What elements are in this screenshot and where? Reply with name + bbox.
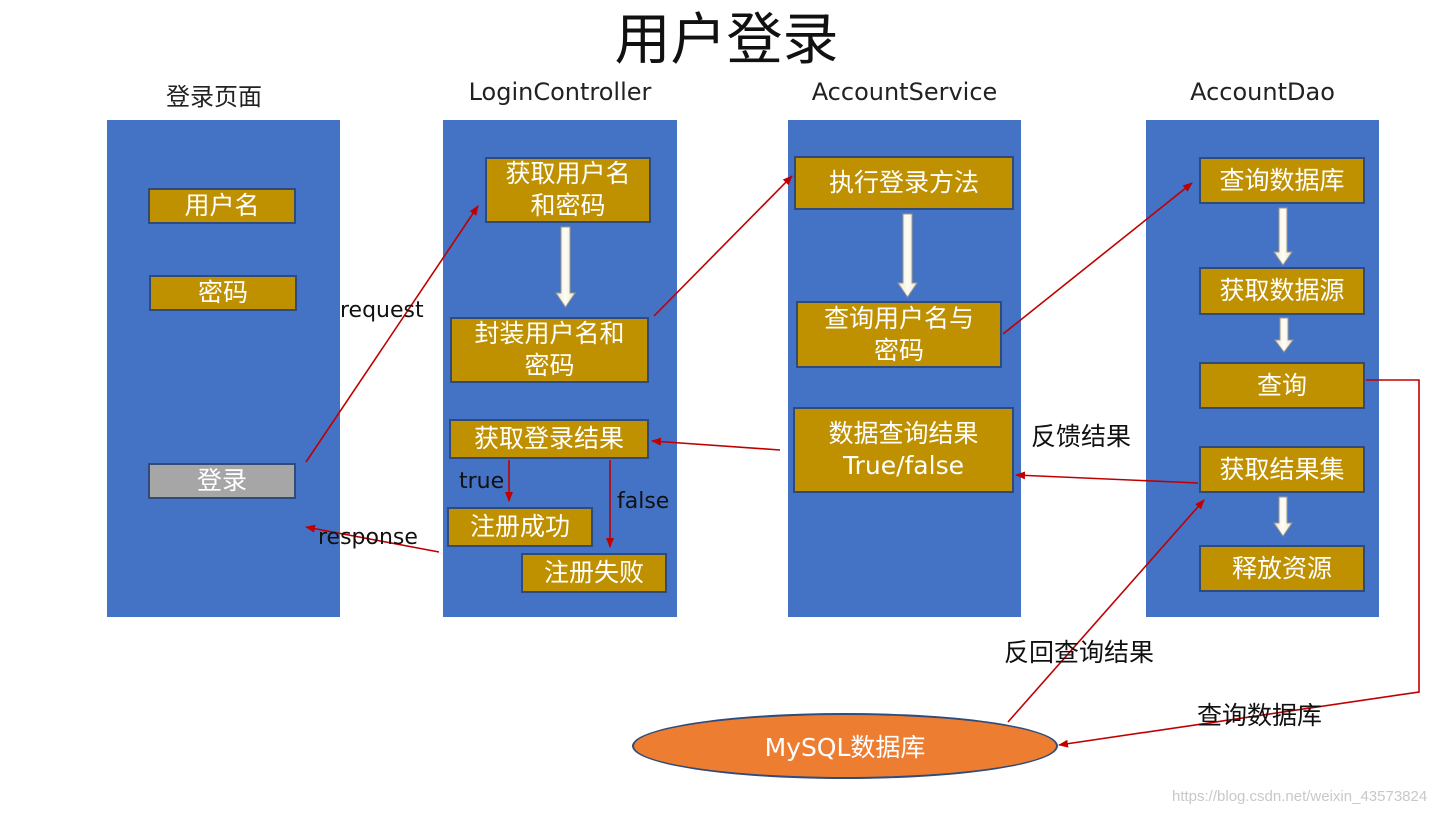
heading-login-page: 登录页面 bbox=[166, 83, 262, 111]
query-user-box: 查询用户名与 密码 bbox=[796, 301, 1002, 368]
block-arrow-dao-2 bbox=[1274, 317, 1294, 353]
get-datasource-box: 获取数据源 bbox=[1199, 267, 1365, 315]
arrow-response bbox=[305, 524, 440, 553]
heading-login-controller: LoginController bbox=[468, 78, 652, 106]
label-query-database: 查询数据库 bbox=[1197, 701, 1323, 730]
query-box: 查询 bbox=[1199, 362, 1365, 409]
login-button[interactable]: 登录 bbox=[148, 463, 296, 499]
heading-account-dao: AccountDao bbox=[1190, 78, 1335, 106]
mysql-database: MySQL数据库 bbox=[632, 713, 1058, 779]
label-false: false bbox=[617, 489, 670, 514]
block-arrow-service bbox=[897, 213, 918, 298]
arrow-feedback bbox=[1015, 471, 1199, 484]
get-credentials-box: 获取用户名 和密码 bbox=[485, 157, 651, 223]
wrap-credentials-box: 封装用户名和 密码 bbox=[450, 317, 649, 383]
diagram-title: 用户登录 bbox=[614, 8, 839, 73]
label-response: response bbox=[318, 525, 418, 550]
label-return-query: 反回查询结果 bbox=[1004, 638, 1155, 667]
get-resultset-box: 获取结果集 bbox=[1199, 446, 1365, 493]
heading-account-service: AccountService bbox=[811, 78, 998, 106]
block-arrow-dao-3 bbox=[1273, 496, 1293, 537]
query-database-box: 查询数据库 bbox=[1199, 157, 1365, 204]
block-arrow-dao-1 bbox=[1273, 207, 1293, 266]
arrow-query-to-db bbox=[1058, 379, 1420, 748]
register-fail-box: 注册失败 bbox=[521, 553, 667, 593]
release-resources-box: 释放资源 bbox=[1199, 545, 1365, 592]
arrow-to-service bbox=[653, 175, 793, 317]
arrow-to-dao bbox=[1002, 182, 1193, 335]
get-login-result-box: 获取登录结果 bbox=[449, 419, 649, 459]
label-true: true bbox=[459, 469, 505, 494]
watermark: https://blog.csdn.net/weixin_43573824 bbox=[1172, 788, 1428, 805]
username-box[interactable]: 用户名 bbox=[148, 188, 296, 224]
label-request: request bbox=[340, 298, 424, 323]
arrow-request bbox=[305, 205, 479, 463]
arrow-db-return bbox=[1007, 499, 1205, 723]
password-box[interactable]: 密码 bbox=[149, 275, 297, 311]
query-result-box: 数据查询结果 True/false bbox=[793, 407, 1014, 493]
block-arrow-controller bbox=[555, 226, 576, 308]
arrow-to-controller bbox=[651, 437, 781, 451]
register-success-box: 注册成功 bbox=[447, 507, 593, 547]
label-feedback: 反馈结果 bbox=[1031, 422, 1132, 451]
execute-login-box: 执行登录方法 bbox=[794, 156, 1014, 210]
